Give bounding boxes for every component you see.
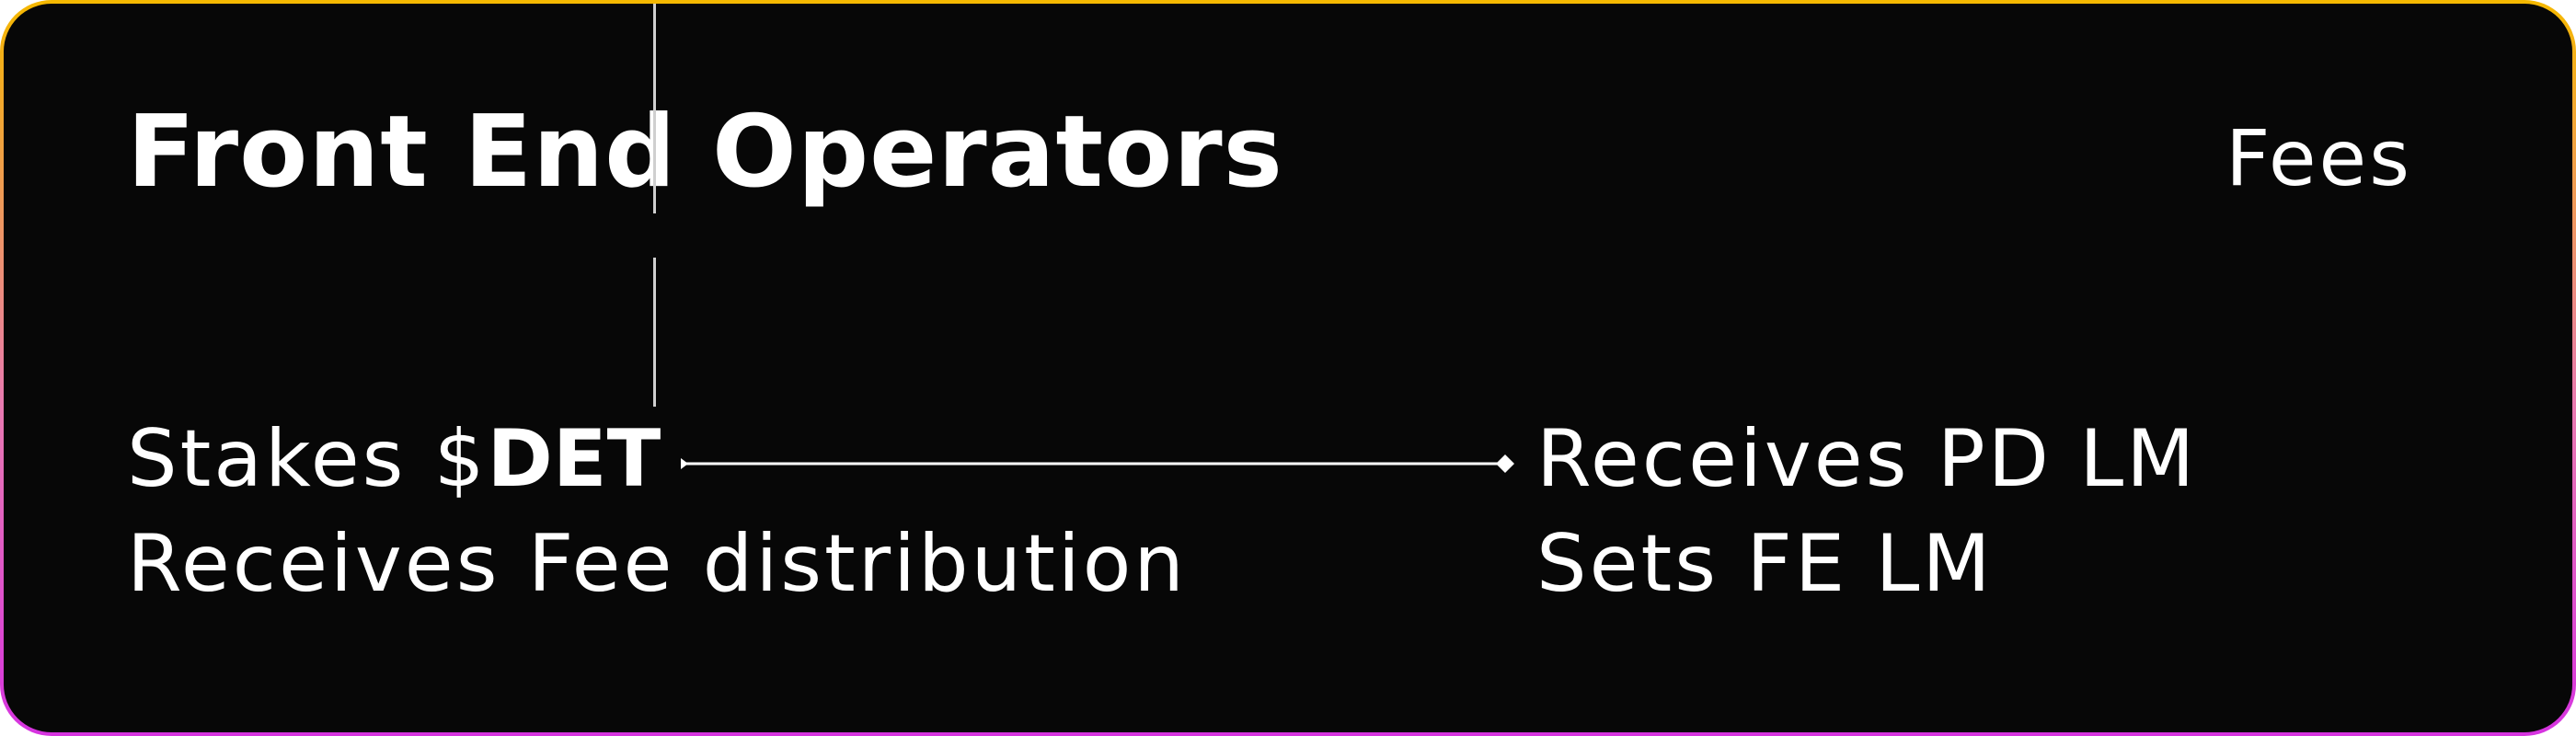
sets-fe-lm-text: Sets FE LM — [1536, 518, 1994, 610]
vertical-divider-top — [653, 4, 656, 213]
connector-start-tick — [681, 458, 688, 469]
stakes-prefix: Stakes $ — [127, 413, 488, 505]
card-title: Front End Operators — [127, 95, 1283, 210]
fees-label: Fees — [2225, 113, 2412, 203]
stakes-text: Stakes $DET — [127, 420, 661, 499]
operators-card: Front End Operators Fees Stakes $DET Rec… — [4, 4, 2572, 732]
connector-arrow — [681, 454, 1514, 473]
fee-distribution-text: Receives Fee distribution — [127, 518, 1187, 610]
connector-diamond-head — [1496, 454, 1514, 473]
token-symbol: DET — [487, 413, 661, 505]
receives-pd-lm-text: Receives PD LM — [1536, 413, 2198, 505]
vertical-divider-bottom — [653, 258, 656, 407]
